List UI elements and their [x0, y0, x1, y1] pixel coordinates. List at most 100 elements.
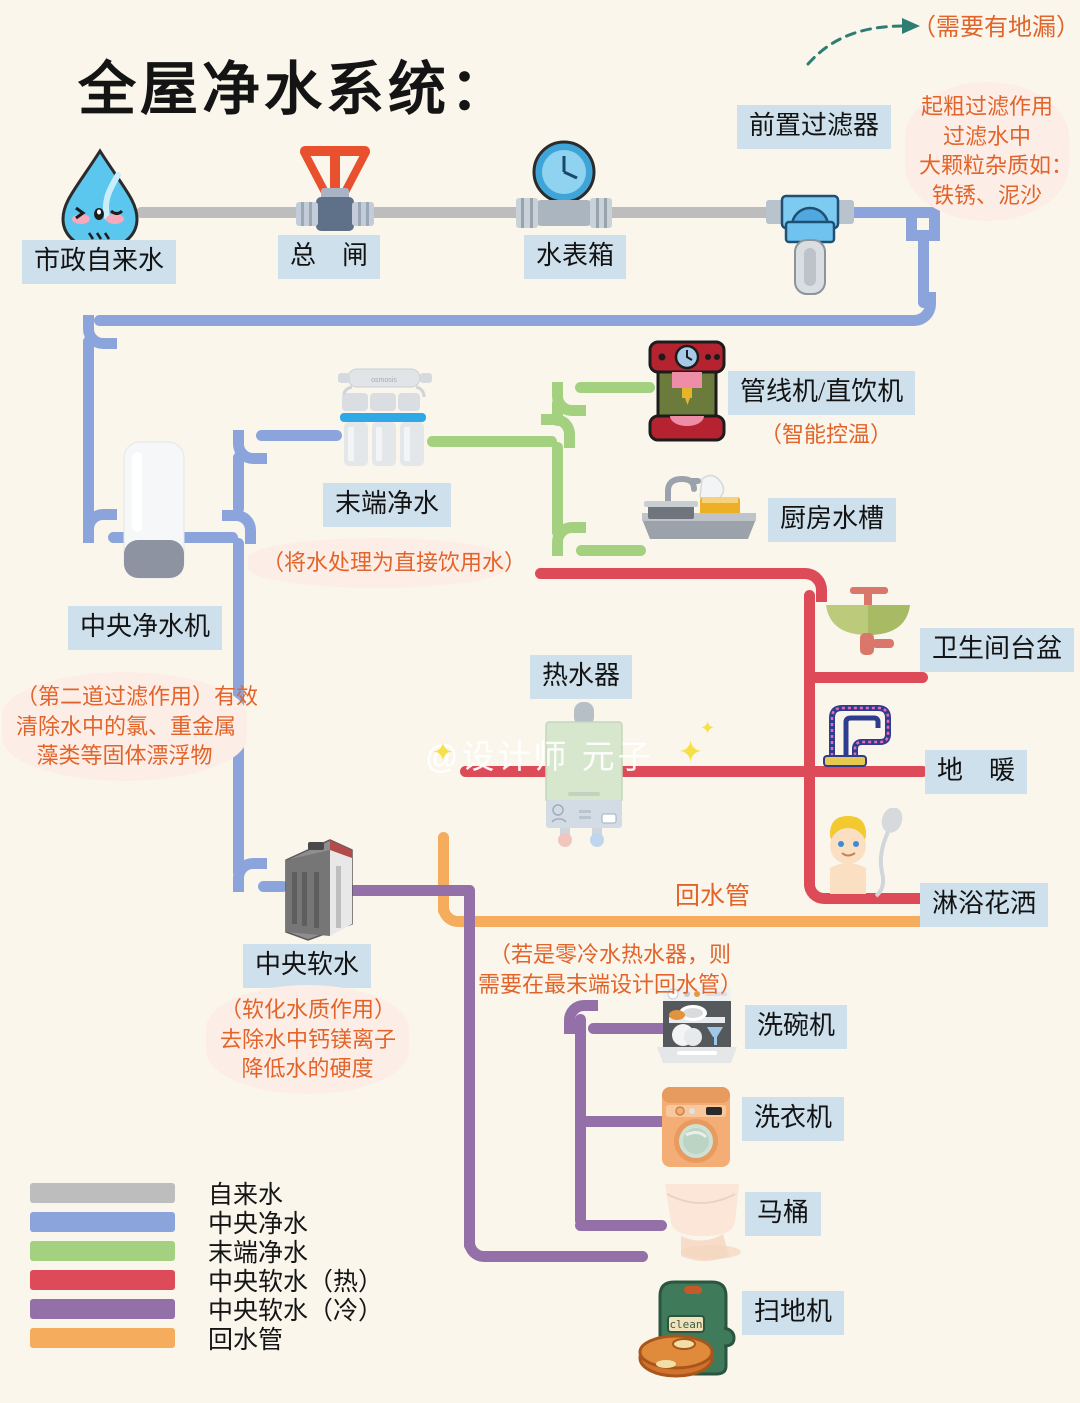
main-valve-icon: [296, 146, 374, 231]
legend-swatch: [30, 1240, 175, 1261]
pipeline-machine-icon: [648, 340, 726, 442]
pipe-corner-bl-1: [83, 315, 117, 349]
legend-swatch: [30, 1211, 175, 1232]
pipe-corner-bl-2: [233, 430, 267, 464]
toilet-icon: [665, 1184, 741, 1261]
pipe-cold-main-vertical: [464, 885, 475, 1251]
note-softener-function: （软化水质作用） 去除水中钙镁离子 降低水的硬度: [206, 985, 409, 1095]
pipe-cold-to-dishwasher: [588, 1023, 668, 1034]
watermark-text: @设计师 元子: [425, 738, 654, 775]
legend-swatch: [30, 1182, 175, 1203]
sparkle-icon-left: ✦: [432, 738, 454, 767]
pipe-hot-to-basin: [804, 672, 928, 683]
legend-item: 自来水: [30, 1178, 383, 1209]
label-water-meter: 水表箱: [524, 235, 627, 279]
label-pipeline-machine: 管线机/直饮机: [728, 371, 916, 415]
label-toilet: 马桶: [745, 1192, 822, 1236]
washing-machine-icon: [662, 1087, 730, 1167]
note-central-purifier-function: （第二道过滤作用）有效 清除水中的氯、重金属 藻类等固体漂浮物: [2, 672, 258, 782]
pipe-hot-vertical: [804, 590, 815, 890]
note-terminal-purifier-function: （将水处理为直接饮用水）: [248, 538, 526, 588]
sparkle-icon-small: ✦: [700, 718, 716, 738]
label-central-softener: 中央软水: [243, 944, 372, 988]
note-pipeline-machine-function: （智能控温）: [760, 422, 893, 447]
legend-swatch: [30, 1327, 175, 1348]
water-drop-icon: [61, 148, 139, 251]
pipe-to-pipeline-machine: [575, 382, 655, 393]
pipe-to-kitchen-sink: [576, 545, 646, 556]
pipe-ro-up: [552, 398, 563, 426]
legend-item: 末端净水: [30, 1236, 383, 1267]
label-return-pipe: 回水管: [675, 883, 751, 910]
terminal-purifier-icon: osmosis: [338, 368, 432, 466]
legend: 自来水 中央净水 末端净水 中央软水（热） 中央软水（冷） 回水管: [30, 1178, 384, 1354]
legend-item: 中央软水（热）: [30, 1265, 383, 1296]
dishwasher-icon: [657, 987, 737, 1063]
kitchen-sink-icon: [642, 474, 756, 539]
floor-cleaner-icon: clean: [638, 1280, 736, 1378]
pipe-central-left-down: [83, 336, 94, 532]
pipe-up-to-ro: [233, 452, 244, 514]
legend-swatch: [30, 1298, 175, 1319]
label-central-purifier: 中央净水机: [68, 606, 223, 650]
pipe-ro-down: [552, 442, 563, 538]
legend-swatch: [30, 1269, 175, 1290]
label-floor-cleaner: 扫地机: [742, 1291, 845, 1335]
pipe-to-softener: [258, 881, 288, 892]
pipe-purifier-out: [178, 532, 238, 543]
note-floor-drain: （需要有地漏）: [912, 15, 1080, 41]
note-pre-filter-function: 起粗过滤作用 过滤水中 大颗粒杂质如： 铁锈、泥沙: [905, 82, 1073, 221]
pipe-cold-to-washer: [575, 1116, 667, 1127]
label-bathroom-basin: 卫生间台盆: [920, 628, 1075, 672]
legend-label: 末端净水: [208, 1239, 309, 1267]
svg-text:osmosis: osmosis: [371, 377, 397, 384]
pipe-cold-bottom: [488, 1251, 648, 1262]
label-floor-heating: 地 暖: [925, 750, 1028, 794]
pipe-cold-from-softener: [345, 885, 475, 896]
pipe-return-horizontal: [462, 916, 928, 927]
legend-item: 回水管: [30, 1323, 383, 1354]
pipe-cold-to-toilet: [575, 1220, 667, 1231]
legend-label: 回水管: [208, 1326, 284, 1354]
pipe-corner-tl-5: [564, 1000, 598, 1034]
floor-heating-icon: [823, 705, 891, 767]
bathroom-basin-icon: [826, 587, 910, 655]
pipe-ro-out: [427, 436, 557, 447]
pre-filter-icon: [766, 194, 854, 295]
central-purifier-icon: [123, 441, 185, 579]
sparkle-icon-right: ✦: [678, 736, 704, 769]
pipe-hot-to-floorheat: [460, 766, 928, 777]
legend-item: 中央净水: [30, 1207, 383, 1238]
legend-label: 中央软水（热）: [208, 1268, 384, 1296]
legend-label: 中央软水（冷）: [208, 1297, 384, 1325]
pipe-corner-br-1: [902, 292, 936, 326]
pipe-corner-tl-3: [552, 522, 586, 556]
pipe-central-top: [840, 207, 912, 218]
note-return-pipe-function: （若是零冷水热水器，则 需要在最末端设计回水管）: [478, 942, 743, 997]
label-kitchen-sink: 厨房水槽: [768, 498, 897, 542]
shower-icon: [830, 808, 903, 898]
pipe-tap-water: [136, 207, 788, 218]
legend-label: 自来水: [208, 1181, 284, 1209]
cleaner-badge-text: clean: [669, 1318, 702, 1331]
pipe-corner-bl-5: [438, 893, 472, 927]
pipe-corner-bl-3: [552, 382, 586, 416]
pipe-hot-top: [535, 568, 810, 579]
central-softener-icon: [285, 839, 353, 941]
pipe-corner-bl-4: [804, 870, 838, 904]
water-meter-icon: [516, 140, 612, 228]
label-terminal-purifier: 末端净水: [323, 483, 452, 527]
pipe-corner-tl-2: [233, 858, 267, 892]
floor-drain-arrow-icon: [806, 18, 920, 66]
label-municipal-water: 市政自来水: [22, 240, 177, 284]
pipe-hot-to-shower: [828, 893, 928, 904]
pipe-return-vertical: [438, 832, 449, 916]
water-heater-icon: [545, 702, 623, 847]
label-pre-filter: 前置过滤器: [737, 105, 892, 149]
label-dishwasher: 洗碗机: [745, 1005, 848, 1049]
legend-label: 中央净水: [208, 1210, 309, 1238]
label-main-valve: 总 闸: [278, 235, 381, 279]
pipe-to-ro-unit: [256, 430, 342, 441]
page-title: 全屋净水系统：: [78, 57, 513, 122]
pipe-corner-bl-6: [464, 1228, 498, 1262]
